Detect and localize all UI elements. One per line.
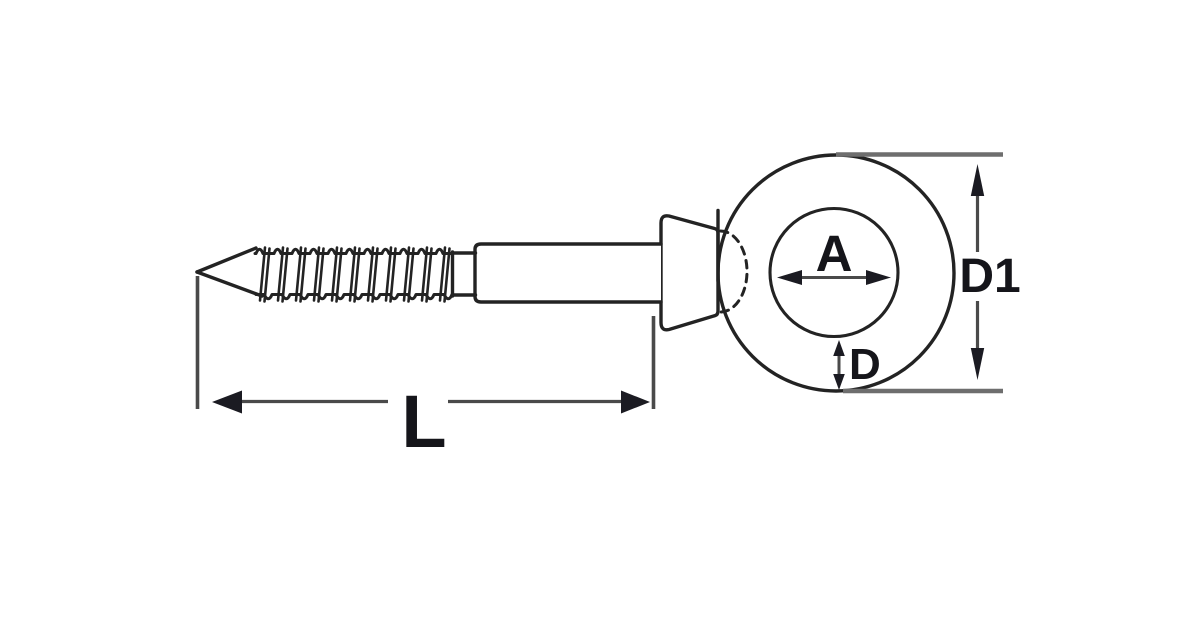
dimension-line-group <box>195 193 980 409</box>
part-outline-group <box>195 153 956 393</box>
d1-bottom-arrowhead <box>970 348 985 380</box>
d-top-arrowhead <box>833 340 845 356</box>
label-ring-section-diameter: D <box>849 340 881 389</box>
label-eye-inner-diameter: A <box>816 225 853 282</box>
arrowhead-group <box>212 164 985 414</box>
label-eye-outer-diameter: D1 <box>959 250 1020 303</box>
thread-crest-top-outline <box>253 247 454 255</box>
shank <box>473 242 663 304</box>
a-left-arrowhead <box>777 270 802 285</box>
dimension-label-group: A D D1 L <box>401 225 1020 463</box>
screw-tip-lower-line <box>195 270 264 298</box>
l-right-arrowhead <box>621 390 650 414</box>
thread-helix-lines <box>258 246 451 303</box>
a-right-arrowhead <box>866 270 891 285</box>
collar <box>659 214 720 332</box>
label-overall-length: L <box>401 380 446 463</box>
d-bottom-arrowhead <box>833 374 845 390</box>
eye-inner-circle <box>768 206 900 339</box>
d1-top-arrowhead <box>970 164 985 196</box>
extension-line-group <box>836 152 1003 394</box>
screw-tip-upper-line <box>195 246 258 274</box>
l-left-arrowhead <box>212 390 242 414</box>
